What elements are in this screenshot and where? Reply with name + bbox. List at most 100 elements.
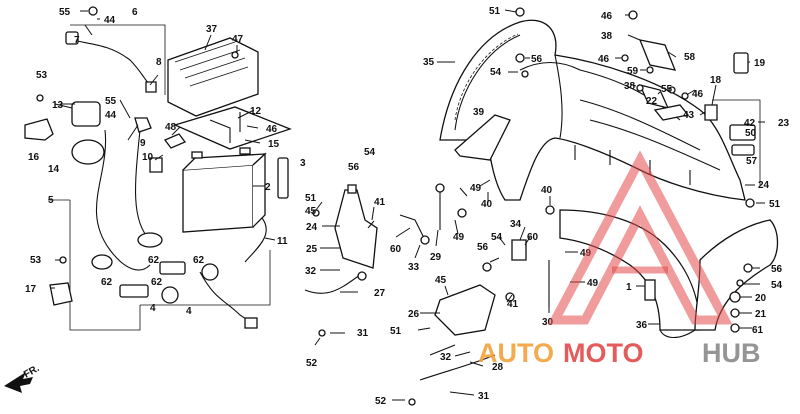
part-label: 46	[692, 89, 704, 100]
front-arrow-icon	[4, 372, 33, 393]
part-label: 56	[348, 162, 360, 173]
part-label: 17	[25, 284, 37, 295]
part-label: 18	[710, 75, 722, 86]
part-label: 36	[636, 320, 648, 331]
watermark-logo-icon	[547, 150, 733, 325]
part-label: 52	[375, 396, 387, 407]
part-label: 16	[28, 152, 40, 163]
part-label: 41	[507, 299, 519, 310]
part-label: 50	[745, 128, 757, 139]
part-label: 60	[390, 244, 402, 255]
part-label: 47	[232, 34, 244, 45]
part-label: 46	[598, 54, 610, 65]
part-label: 26	[408, 309, 420, 320]
part-label: 49	[587, 278, 599, 289]
part-label: 20	[755, 293, 767, 304]
part-label: 14	[48, 164, 60, 175]
part-label: 34	[510, 219, 522, 230]
part-label: 45	[305, 206, 317, 217]
part-label: 22	[646, 96, 658, 107]
part-label: 53	[30, 255, 42, 266]
watermark-text-moto: MOTO	[563, 338, 644, 368]
part-label: 12	[250, 106, 262, 117]
part-label: 44	[104, 15, 116, 26]
part-number-labels: 55 44 6 7 8 53 13 55 44 16 14 5 9 48 10 …	[25, 6, 790, 407]
part-label: 11	[277, 236, 288, 247]
part-label: 33	[408, 262, 420, 273]
part-label: 8	[156, 57, 162, 68]
part-label: 10	[142, 152, 154, 163]
front-direction-marker: FR.	[4, 363, 42, 393]
part-label: 32	[305, 266, 317, 277]
part-label: 56	[771, 264, 783, 275]
part-label: 46	[601, 11, 613, 22]
part-label: 5	[48, 195, 54, 206]
watermark: AUTO MOTO HUB	[478, 150, 761, 368]
part-label: 21	[755, 309, 767, 320]
part-label: 62	[151, 277, 163, 288]
part-label: 51	[769, 199, 781, 210]
part-label: 25	[306, 244, 318, 255]
part-label: 40	[481, 199, 493, 210]
part-label: 53	[36, 70, 48, 81]
part-label: 51	[305, 193, 317, 204]
part-label: 54	[771, 280, 783, 291]
part-label: 48	[165, 122, 177, 133]
part-label: 13	[52, 100, 64, 111]
part-label: 4	[150, 303, 156, 314]
part-label: 29	[430, 252, 442, 263]
part-label: 37	[206, 24, 218, 35]
part-label: 62	[193, 255, 205, 266]
part-label: 59	[627, 66, 639, 77]
part-label: 38	[624, 81, 636, 92]
part-label: 42	[744, 118, 756, 129]
part-label: 54	[490, 67, 502, 78]
part-label: 30	[542, 317, 554, 328]
part-label: 4	[186, 306, 192, 317]
part-label: 54	[491, 232, 503, 243]
part-label: 62	[148, 255, 160, 266]
part-label: 56	[531, 54, 543, 65]
part-label: 57	[746, 156, 758, 167]
part-label: 56	[477, 242, 489, 253]
part-label: 52	[306, 358, 318, 369]
part-label: 61	[752, 325, 764, 336]
part-label: 40	[541, 185, 553, 196]
part-label: 55	[661, 84, 673, 95]
part-label: 45	[435, 275, 447, 286]
part-label: 24	[758, 180, 770, 191]
part-label: 1	[626, 282, 632, 293]
part-label: 35	[423, 57, 435, 68]
battery-wiring-assembly	[24, 6, 292, 331]
part-label: 41	[374, 197, 386, 208]
part-label: 46	[266, 124, 278, 135]
front-marker-label: FR.	[22, 363, 42, 381]
part-label: 9	[140, 138, 146, 149]
part-label: 49	[453, 232, 465, 243]
part-label: 27	[374, 288, 386, 299]
part-label: 43	[683, 110, 695, 121]
part-label: 32	[440, 352, 452, 363]
part-label: 3	[300, 158, 306, 169]
part-label: 2	[265, 182, 271, 193]
part-label: 24	[306, 222, 318, 233]
watermark-text-hub: HUB	[702, 338, 761, 368]
part-label: 39	[473, 107, 485, 118]
part-label: 55	[59, 7, 71, 18]
part-label: 55	[105, 96, 117, 107]
part-label: 49	[470, 183, 482, 194]
part-label: 51	[489, 6, 501, 17]
part-label: 28	[492, 362, 504, 373]
part-label: 38	[601, 31, 613, 42]
part-label: 44	[105, 110, 117, 121]
part-label: 60	[527, 232, 539, 243]
part-label: 6	[132, 7, 138, 18]
part-label: 54	[364, 147, 376, 158]
part-label: 7	[74, 35, 80, 46]
part-label: 15	[268, 139, 280, 150]
part-label: 51	[390, 326, 402, 337]
part-label: 19	[754, 58, 766, 69]
part-label: 62	[101, 277, 113, 288]
part-label: 58	[684, 52, 696, 63]
